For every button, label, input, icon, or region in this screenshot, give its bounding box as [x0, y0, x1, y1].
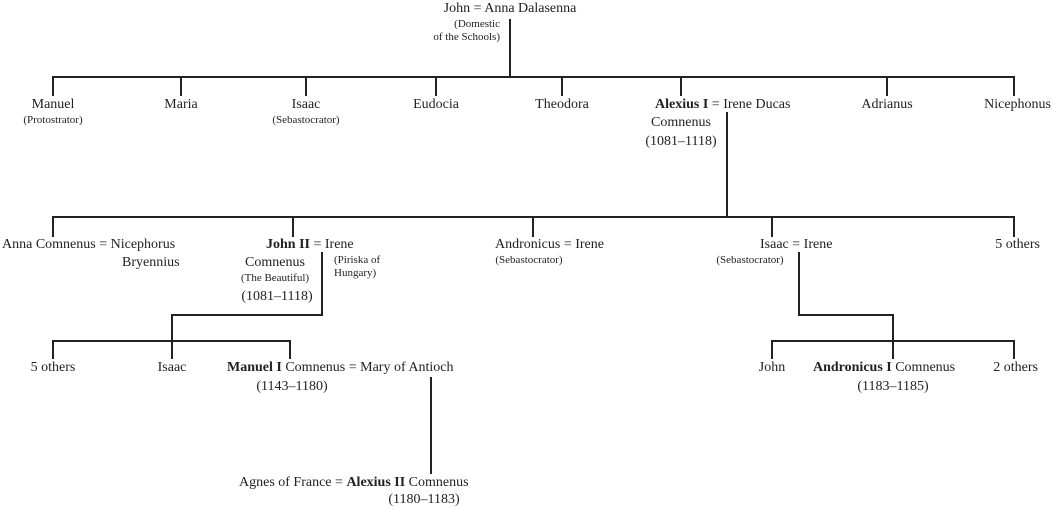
root-note-line1: (Domestic — [454, 18, 500, 30]
gen2-irene-origin-line1: (Piriska of — [334, 254, 381, 266]
gen4-agnes: Agnes of France — [239, 475, 332, 490]
gen4-alexius-surname: Comnenus — [408, 475, 469, 490]
gen2-andronicus-title: (Sebastocrator) — [495, 254, 563, 266]
gen2-john-dates: (1081–1118) — [241, 289, 313, 304]
gen2-anna: Anna Comnenus — [2, 237, 96, 252]
gen1-manuel: Manuel — [31, 97, 75, 112]
root-john: John — [443, 1, 471, 16]
gen2-isaac-title: (Sebastocrator) — [716, 254, 784, 266]
gen2-andronicus-equals: = — [563, 237, 572, 252]
root-couple: John = Anna Dalasenna — [444, 0, 577, 17]
gen1-manuel-title: (Protostrator) — [23, 114, 83, 126]
root-note-line2: of the Schools) — [433, 31, 500, 43]
gen1-maria: Maria — [164, 97, 198, 112]
root-anna: Anna Dalasenna — [484, 1, 577, 16]
gen2-isaac-equals: = — [792, 237, 801, 252]
gen2-bryennius: Bryennius — [122, 255, 180, 270]
gen1-adrianus: Adrianus — [861, 97, 913, 112]
gen3-isaac: Isaac — [157, 360, 187, 375]
gen4-alexius-dates: (1180–1183) — [388, 492, 460, 507]
gen3-mary-of-antioch: Mary of Antioch — [360, 360, 454, 375]
gen2-isaac: Isaac — [760, 237, 789, 252]
gen2-isaac-couple: Isaac = Irene — [760, 236, 832, 253]
gen1-theodora: Theodora — [535, 97, 589, 112]
gen2-isaac-wife: Irene — [803, 237, 833, 252]
gen1-alexius-surname: Comnenus — [651, 115, 711, 130]
gen3-manuel-equals: = — [348, 360, 357, 375]
gen1-isaac-title: (Sebastocrator) — [272, 114, 340, 126]
gen4-equals: = — [335, 475, 343, 490]
gen1-eudocia: Eudocia — [413, 97, 459, 112]
gen2-john-wife: Irene — [324, 237, 354, 252]
gen1-alexius-equals: = — [711, 97, 720, 112]
gen2-john-couple: John II = Irene — [266, 236, 354, 253]
gen2-john-equals: = — [313, 237, 322, 252]
gen3-others-left: 5 others — [30, 360, 76, 375]
gen2-john-surname: Comnenus — [245, 255, 305, 270]
gen3-andronicus-surname: Comnenus — [895, 360, 956, 375]
gen2-john-name: John II — [266, 237, 310, 252]
root-equals: = — [473, 1, 482, 16]
gen2-others: 5 others — [995, 237, 1040, 252]
gen3-andronicus-name: Andronicus I — [813, 360, 892, 375]
gen3-john: John — [758, 360, 786, 375]
gen4-couple: Agnes of France = Alexius II Comnenus — [239, 474, 469, 491]
gen1-nicephonus: Nicephonus — [984, 97, 1051, 112]
gen2-irene-origin-line2: Hungary) — [334, 267, 377, 279]
gen1-irene-ducas: Irene Ducas — [723, 97, 791, 112]
gen2-anna-equals: = — [99, 237, 108, 252]
gen3-manuel-couple: Manuel I Comnenus = Mary of Antioch — [227, 359, 453, 376]
gen3-others-right: 2 others — [993, 360, 1038, 375]
gen1-alexius-name: Alexius I — [655, 97, 709, 112]
gen2-nicephorus: Nicephorus — [110, 237, 176, 252]
gen2-andronicus-couple: Andronicus = Irene — [495, 236, 604, 253]
gen1-alexius-dates: (1081–1118) — [645, 134, 717, 149]
gen3-manuel-surname: Comnenus — [285, 360, 346, 375]
gen3-andronicus-dates: (1183–1185) — [857, 379, 929, 394]
gen4-alexius-name: Alexius II — [346, 475, 406, 490]
gen2-andronicus-wife: Irene — [575, 237, 604, 252]
gen1-alexius-couple: Alexius I = Irene Ducas — [655, 96, 790, 113]
gen3-andronicus: Andronicus I Comnenus — [813, 359, 955, 376]
gen3-manuel-name: Manuel I — [227, 360, 282, 375]
gen3-manuel-dates: (1143–1180) — [256, 379, 328, 394]
gen2-anna-couple: Anna Comnenus = Nicephorus — [2, 236, 175, 253]
gen2-andronicus: Andronicus — [495, 237, 561, 252]
gen2-john-epithet: (The Beautiful) — [240, 272, 310, 284]
gen1-isaac: Isaac — [291, 97, 321, 112]
